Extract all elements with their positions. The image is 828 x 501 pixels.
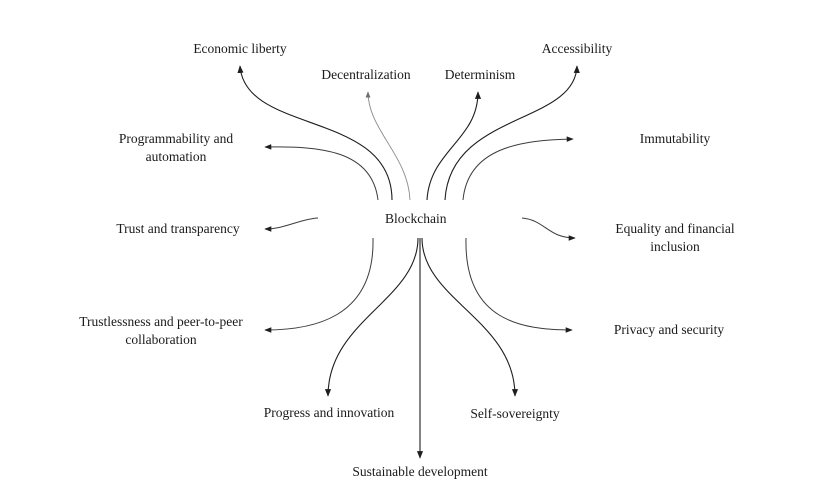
value-progress-innovation: Progress and innovation	[263, 405, 395, 420]
value-economic-liberty: Economic liberty	[193, 41, 287, 56]
value-privacy-security: Privacy and security	[613, 322, 725, 337]
value-accessibility: Accessibility	[541, 41, 613, 56]
edge-immutability	[462, 136, 574, 201]
value-trust-transparency: Trust and transparency	[116, 221, 240, 236]
value-trustlessness-line2: collaboration	[125, 332, 197, 347]
edge-progress-innovation	[324, 237, 419, 397]
value-trustlessness-line1: Trustlessness and peer-to-peer	[79, 314, 243, 329]
value-programmability-automation: Programmability and automation	[88, 130, 264, 166]
value-programmability-line1: Programmability and	[118, 131, 234, 146]
value-equality-line1: Equality and financial	[615, 221, 735, 236]
center-node-blockchain: Blockchain	[385, 211, 447, 226]
value-sustainable-development: Sustainable development	[352, 464, 488, 479]
value-trustlessness-collaboration: Trustlessness and peer-to-peer collabora…	[62, 313, 260, 349]
value-determinism: Determinism	[444, 67, 516, 82]
edge-decentralization	[365, 91, 411, 201]
value-programmability-line2: automation	[145, 149, 207, 164]
value-equality-line2: inclusion	[650, 239, 700, 254]
edge-trust-transparency	[264, 217, 319, 232]
edge-self-sovereignty	[421, 237, 519, 397]
edge-accessibility	[444, 65, 580, 201]
value-immutability: Immutability	[639, 131, 711, 146]
value-decentralization: Decentralization	[321, 67, 411, 82]
edge-trustlessness	[264, 237, 374, 333]
edge-privacy-security	[465, 237, 573, 333]
edge-programmability	[264, 144, 379, 201]
edge-determinism	[426, 91, 482, 201]
edge-equality	[521, 217, 576, 241]
value-equality-financial-inclusion: Equality and financial inclusion	[597, 220, 753, 256]
edge-economic-liberty	[237, 65, 393, 201]
value-self-sovereignty: Self-sovereignty	[470, 406, 560, 421]
